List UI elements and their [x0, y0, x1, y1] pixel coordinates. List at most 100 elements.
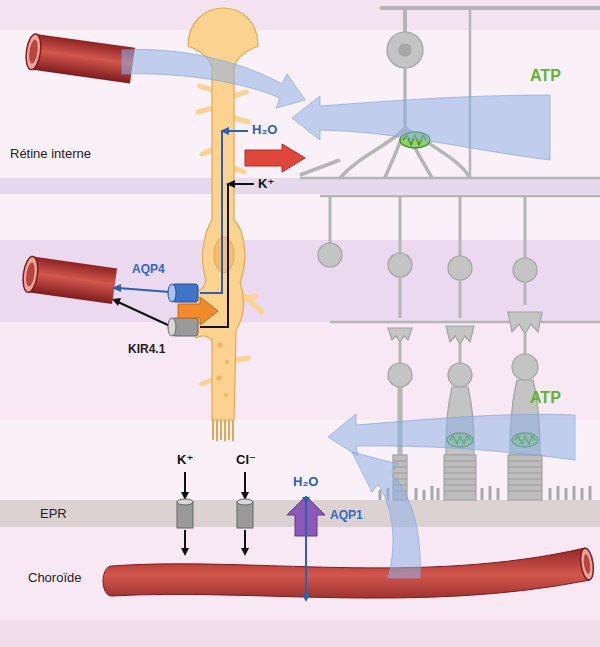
flow-arrows-part: [328, 414, 575, 460]
muller-cell-part: [218, 343, 223, 348]
blood-vessel-part: [28, 39, 39, 64]
background-bands-part: [0, 240, 600, 322]
red-efflux-arrow-part: [245, 144, 305, 172]
water-path-part: [112, 284, 121, 292]
ion-label: Cl⁻: [236, 452, 256, 468]
aqp1-channel-part: [302, 497, 310, 504]
rpe-cl-channel-part: [244, 472, 246, 494]
water-path-part: [220, 127, 229, 135]
background-bands-part: [0, 194, 600, 240]
water-path-part: [226, 130, 248, 132]
muller-cell-part: [225, 360, 229, 364]
background-bands-part: [0, 620, 600, 647]
blood-vessel-part: [28, 257, 117, 304]
rpe-k-channel-part: [181, 548, 189, 556]
retinal-neurons-part: [512, 354, 538, 380]
channel-label: AQP4: [132, 262, 165, 276]
aqp1-channel: [287, 496, 325, 602]
atp-label: ATP: [530, 388, 561, 407]
orange-flux-arrow: [178, 297, 218, 325]
retinal-neurons-part: [508, 312, 542, 334]
ion-label: K⁺: [177, 452, 193, 468]
choroid-vessel: [103, 547, 595, 598]
rpe-cl-channel-part: [237, 502, 253, 528]
water-path-part: [118, 288, 170, 292]
channel-label: KIR4.1: [128, 342, 165, 356]
rpe-cl-channel-part: [241, 548, 249, 556]
blood-vessel-part: [25, 262, 36, 287]
retinal-neurons-part: [380, 6, 600, 10]
retinal-neurons-part: [448, 256, 472, 280]
aqp1-channel-part: [305, 496, 307, 596]
water-path-part: [200, 131, 222, 293]
layer-label: Rétine interne: [10, 146, 91, 162]
background-bands-part: [0, 0, 600, 30]
retinal-neurons-part: [318, 243, 342, 267]
flow-arrows-part: [122, 49, 305, 108]
muller-cell-part: [214, 237, 234, 273]
aqp4-channel-part: [168, 284, 176, 302]
rpe-k-channel-part: [177, 502, 193, 528]
retinal-neurons-part: [387, 32, 423, 68]
retinal-neurons-part: [399, 44, 411, 56]
background-bands-part: [0, 178, 600, 194]
layer-label: Choroïde: [28, 570, 81, 586]
retinal-neurons-part: [388, 363, 412, 387]
rpe-k-channel-part: [177, 499, 193, 505]
potassium-path: [112, 180, 254, 327]
background-bands-part: [0, 322, 600, 420]
atp-label: ATP: [530, 66, 561, 85]
retinal-neurons-part: [330, 321, 600, 324]
potassium-path-part: [232, 183, 254, 185]
aqp4-channel: [168, 284, 198, 302]
aqp1-channel-part: [302, 594, 310, 602]
rpe-cl-channel-part: [237, 499, 253, 505]
blood-vessel-part: [24, 33, 43, 71]
ion-label: K⁺: [258, 176, 274, 192]
retinal-neurons-part: [400, 334, 525, 363]
molecule-label: H₂O: [252, 122, 277, 138]
channel-label: AQP1: [330, 508, 363, 522]
retinal-neurons-part: [508, 455, 542, 500]
muller-cell-part: [217, 376, 222, 381]
rpe-k-channel: [177, 472, 193, 556]
blood-vessel: [21, 256, 117, 304]
rpe-k-channel-part: [184, 472, 186, 494]
retinal-neurons-part: [448, 363, 472, 387]
blood-vessel-part: [31, 34, 135, 84]
choroid-vessel-part: [103, 548, 590, 598]
background-bands-part: [0, 30, 600, 178]
potassium-path-part: [118, 302, 170, 326]
kir-channel-part: [168, 318, 176, 336]
blood-vessel: [24, 33, 135, 84]
retinal-neurons-part: [393, 461, 542, 491]
retinal-neurons-part: [380, 486, 590, 500]
retinal-neurons-part: [513, 258, 537, 282]
retinal-neurons-part: [446, 326, 474, 344]
retinal-neurons-part: [388, 328, 412, 342]
potassium-path-part: [112, 298, 121, 306]
retinal-neurons-part: [400, 277, 525, 318]
retinal-neurons-part: [300, 178, 600, 196]
mitochondria: [400, 132, 538, 447]
retinal-neurons-part: [469, 8, 472, 178]
rpe-cl-channel-part: [244, 530, 246, 550]
retinal-neurons-part: [444, 455, 476, 500]
retinal-neurons-part: [388, 253, 412, 277]
rpe-cl-channel: [237, 472, 253, 556]
orange-flux-arrow-part: [178, 297, 218, 325]
flow-arrows-part: [292, 95, 550, 160]
background-bands-part: [0, 527, 600, 620]
muller-cell-part: [213, 420, 233, 441]
retinal-neurons-part: [330, 196, 525, 258]
red-efflux-arrow: [245, 144, 305, 172]
blood-vessel-part: [21, 256, 40, 294]
choroid-vessel-part: [579, 547, 595, 580]
muller-cell-part: [224, 393, 228, 397]
rpe-k-channel-part: [184, 530, 186, 550]
retinal-neurons-part: [403, 8, 407, 34]
flow-arrows: [122, 49, 575, 578]
